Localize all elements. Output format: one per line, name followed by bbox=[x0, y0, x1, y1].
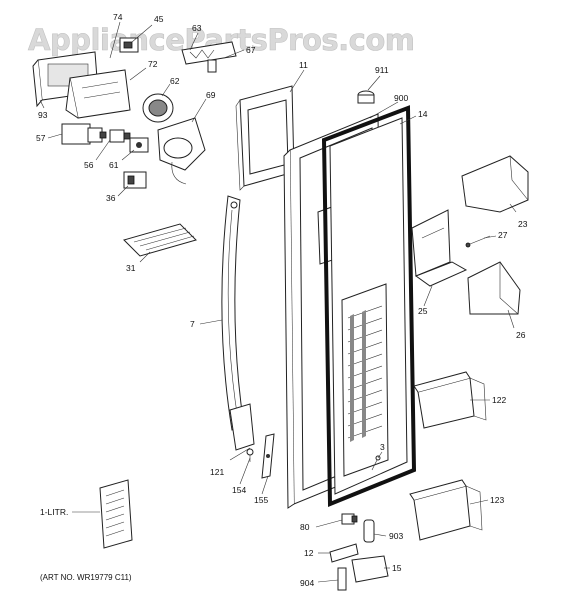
callout-80: 80 bbox=[300, 522, 310, 532]
switch-61 bbox=[129, 137, 149, 153]
watermark: AppliancePartsPros.com bbox=[28, 23, 414, 57]
door-bin-122 bbox=[413, 371, 487, 429]
callout-12: 12 bbox=[304, 548, 314, 558]
dispenser-housing-25 bbox=[411, 209, 468, 287]
callout-57: 57 bbox=[36, 133, 46, 143]
callout-23: 23 bbox=[518, 219, 528, 229]
callout-61: 61 bbox=[109, 160, 119, 170]
part-80 bbox=[341, 513, 358, 525]
liner-ribs bbox=[347, 305, 383, 442]
door-gasket-liner-14 bbox=[321, 105, 417, 507]
callout-31: 31 bbox=[126, 263, 136, 273]
solenoid-57 bbox=[61, 123, 107, 145]
door-bin-123 bbox=[409, 479, 483, 541]
callout-121: 121 bbox=[210, 467, 224, 477]
callout-36: 36 bbox=[106, 193, 116, 203]
callout-3: 3 bbox=[380, 442, 385, 452]
callout-155: 155 bbox=[254, 495, 268, 505]
callout-14: 14 bbox=[418, 109, 428, 119]
part-904 bbox=[337, 567, 347, 591]
gear-ring-62 bbox=[142, 93, 174, 123]
grille-31 bbox=[123, 223, 197, 257]
callout-74: 74 bbox=[113, 12, 123, 22]
callout-26: 26 bbox=[516, 330, 526, 340]
callout-1-litr: 1-LITR. bbox=[40, 507, 68, 517]
callout-27: 27 bbox=[498, 230, 508, 240]
callout-56: 56 bbox=[84, 160, 94, 170]
connector-56 bbox=[109, 129, 131, 143]
booklet-1-litr bbox=[99, 479, 133, 549]
callout-63: 63 bbox=[192, 23, 202, 33]
housing-72 bbox=[65, 69, 131, 119]
dispenser-door-11 bbox=[235, 85, 295, 191]
callout-154: 154 bbox=[232, 485, 246, 495]
callout-67: 67 bbox=[246, 45, 256, 55]
callout-123: 123 bbox=[490, 495, 504, 505]
switch-45 bbox=[119, 37, 139, 53]
callout-45: 45 bbox=[154, 14, 164, 24]
door-handle-7 bbox=[221, 195, 255, 451]
art-number: (ART NO. WR19779 C11) bbox=[40, 573, 132, 582]
callout-15: 15 bbox=[392, 563, 402, 573]
callout-904: 904 bbox=[300, 578, 314, 588]
callout-72: 72 bbox=[148, 59, 158, 69]
leader-lines bbox=[39, 21, 517, 583]
callout-labels: 74 45 63 67 72 62 69 93 57 56 61 36 11 9… bbox=[36, 12, 528, 588]
auger-motor-69 bbox=[157, 117, 206, 185]
drip-tray-26 bbox=[467, 261, 521, 315]
callout-900: 900 bbox=[394, 93, 408, 103]
part-12 bbox=[329, 543, 359, 563]
callout-93: 93 bbox=[38, 110, 48, 120]
callout-62: 62 bbox=[170, 76, 180, 86]
callout-911: 911 bbox=[375, 65, 389, 75]
callout-69: 69 bbox=[206, 90, 216, 100]
callout-122: 122 bbox=[492, 395, 506, 405]
switch-36 bbox=[123, 171, 147, 189]
spring-63-67 bbox=[181, 41, 237, 73]
part-903 bbox=[363, 519, 375, 543]
callout-7: 7 bbox=[190, 319, 195, 329]
callout-903: 903 bbox=[389, 531, 403, 541]
callout-11: 11 bbox=[299, 60, 308, 70]
screw-154 bbox=[246, 448, 254, 462]
bracket-155 bbox=[261, 433, 275, 479]
part-15 bbox=[351, 555, 389, 583]
cap-911 bbox=[357, 90, 375, 104]
cover-23 bbox=[461, 155, 529, 213]
callout-25: 25 bbox=[418, 306, 428, 316]
